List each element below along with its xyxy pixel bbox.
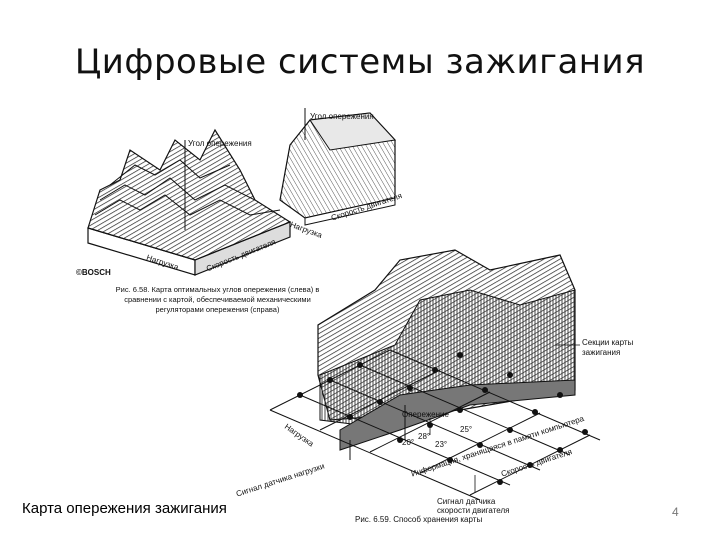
fig2-angle-c: 23° bbox=[435, 440, 448, 449]
bosch-brand-label: ©BOSCH bbox=[76, 268, 111, 277]
figure2-caption: Рис. 6.59. Способ хранения карты bbox=[355, 515, 483, 524]
mechanical-map-surface bbox=[279, 108, 397, 226]
fig2-label-speed-signal: Сигнал датчика скорости двигателя bbox=[437, 497, 510, 515]
fig2-angle-d: 20° bbox=[402, 438, 415, 447]
fig1-label-advance-left: Угол опережения bbox=[188, 139, 252, 148]
figure1-caption-line3: регуляторами опережения (справа) bbox=[155, 305, 280, 314]
slide-title: Цифровые системы зажигания bbox=[74, 42, 646, 82]
fig2-angle-a: 25° bbox=[460, 425, 473, 434]
figure1-caption-line1: Рис. 6.58. Карта оптимальных углов опере… bbox=[115, 285, 320, 294]
figure1-caption: Рис. 6.58. Карта оптимальных углов опере… bbox=[95, 285, 340, 315]
page-number: 4 bbox=[672, 505, 679, 519]
optimal-map-surface bbox=[87, 128, 292, 276]
figure1-caption-line2: сравнении с картой, обеспечиваемой механ… bbox=[124, 295, 311, 304]
fig2-angle-b: 28° bbox=[418, 432, 431, 441]
fig2-label-map-sections: Секции карты зажигания bbox=[582, 338, 634, 357]
fig1-label-advance-right: Угол опережения bbox=[310, 112, 374, 121]
storage-map-surface bbox=[269, 249, 601, 501]
fig2-label-advance: Опережение bbox=[402, 410, 449, 419]
slide-caption: Карта опережения зажигания bbox=[22, 500, 227, 517]
